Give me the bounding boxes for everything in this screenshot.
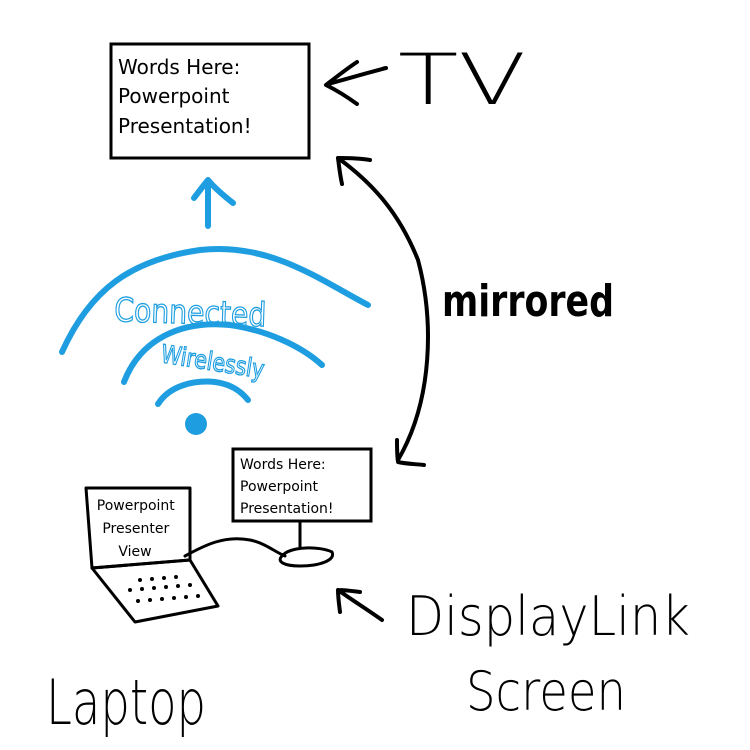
wireless-label-line1: Connected bbox=[114, 290, 267, 334]
laptop: Powerpoint Presenter View Laptop bbox=[46, 486, 220, 739]
tv: Words Here: Powerpoint Presentation! bbox=[109, 42, 311, 160]
displaylink-screen bbox=[231, 447, 373, 523]
tv-screen-text: Words Here: Powerpoint Presentation! bbox=[118, 55, 252, 138]
tv-screen bbox=[109, 42, 311, 160]
displaylink-screen-line: Presentation! bbox=[240, 501, 334, 517]
tv-screen-line: Words Here: bbox=[118, 55, 240, 79]
laptop-base bbox=[90, 558, 220, 624]
wifi-arc-inner bbox=[155, 378, 251, 407]
mirrored-arrowhead-bottom bbox=[395, 438, 426, 467]
wifi-arc-middle bbox=[121, 321, 325, 385]
displaylink-screen-line: Powerpoint bbox=[240, 479, 319, 495]
displaylink-pointer-arrow bbox=[336, 588, 384, 622]
displaylink-stand bbox=[278, 521, 335, 568]
tv-pointer-arrow bbox=[324, 60, 388, 106]
wifi-dot bbox=[185, 413, 207, 435]
laptop-label: Laptop bbox=[46, 666, 206, 739]
mirrored-arrowhead-top bbox=[336, 156, 372, 186]
usb-cable bbox=[183, 537, 287, 558]
laptop-screen-line: View bbox=[118, 544, 151, 560]
laptop-screen-text: Powerpoint Presenter View bbox=[97, 498, 180, 560]
mirrored-label: mirrored bbox=[442, 276, 614, 327]
laptop-screen-line: Powerpoint bbox=[97, 498, 176, 514]
displaylink-label-line1: DisplayLink bbox=[406, 585, 690, 648]
displaylink-label-line2: Screen bbox=[466, 660, 626, 723]
tv-screen-line: Presentation! bbox=[118, 114, 252, 138]
wireless-label-line2: Wirelessly bbox=[159, 339, 266, 384]
tv-screen-line: Powerpoint bbox=[118, 84, 230, 108]
tv-label: TV bbox=[398, 39, 526, 121]
laptop-screen-line: Presenter bbox=[102, 521, 169, 537]
wireless-up-arrow bbox=[191, 177, 236, 229]
displaylink-monitor: Words Here: Powerpoint Presentation! bbox=[231, 447, 373, 568]
wifi-arc-outer bbox=[59, 245, 371, 355]
wireless-signal: Connected Wirelessly bbox=[59, 177, 371, 435]
mirrored-curve bbox=[336, 156, 430, 462]
mirrored-connector: mirrored bbox=[336, 156, 614, 467]
displaylink-screen-text: Words Here: Powerpoint Presentation! bbox=[240, 457, 334, 517]
laptop-keyboard-dots bbox=[128, 575, 200, 603]
displaylink-screen-line: Words Here: bbox=[240, 457, 326, 473]
